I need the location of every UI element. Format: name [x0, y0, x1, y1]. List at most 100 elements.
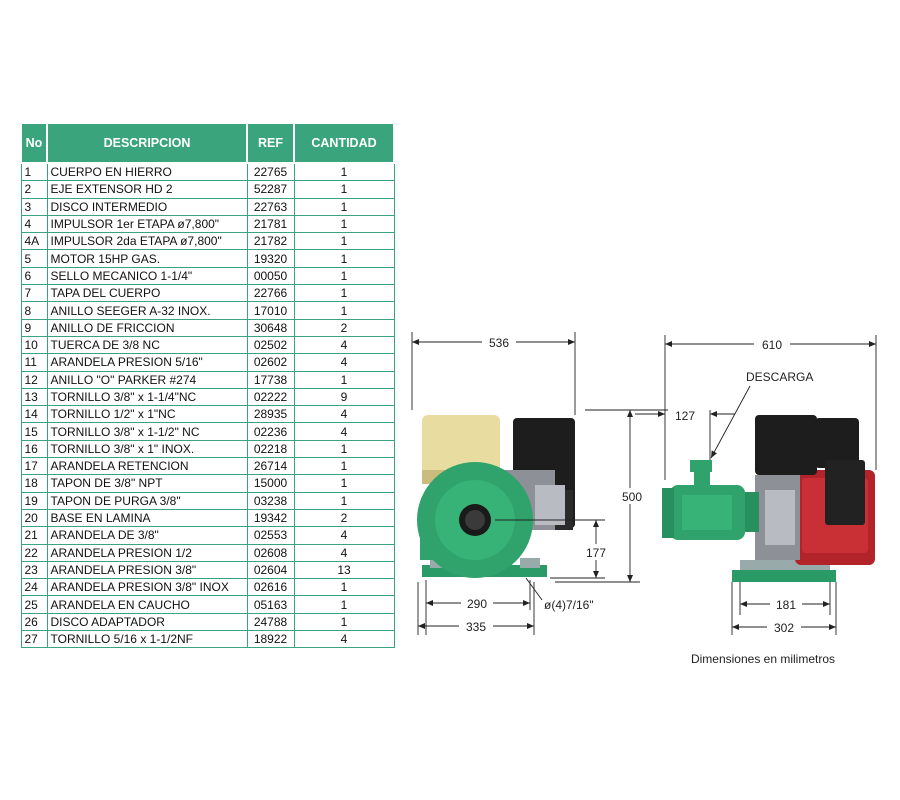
- cell-no: 12: [20, 370, 48, 389]
- dim-290: 290: [467, 597, 487, 611]
- cell-ref: 19320: [246, 249, 295, 268]
- cell-cantidad: 1: [293, 491, 395, 510]
- cell-descripcion: MOTOR 15HP GAS.: [46, 249, 248, 268]
- cell-descripcion: DISCO INTERMEDIO: [46, 197, 248, 216]
- cell-no: 5: [20, 249, 48, 268]
- cell-no: 16: [20, 439, 48, 459]
- cell-no: 22: [20, 543, 48, 562]
- label-descarga: DESCARGA: [746, 370, 813, 384]
- table-header-row: No DESCRIPCION REF CANTIDAD: [20, 122, 395, 164]
- cell-cantidad: 2: [293, 508, 395, 528]
- cell-ref: 02616: [246, 578, 295, 597]
- cell-no: 17: [20, 457, 48, 476]
- cell-cantidad: 4: [293, 543, 395, 562]
- front-view-pump: [417, 415, 575, 578]
- dim-302: 302: [774, 621, 794, 635]
- cell-descripcion: TUERCA DE 3/8 NC: [46, 335, 248, 355]
- cell-ref: 02502: [246, 335, 295, 355]
- cell-descripcion: TAPON DE PURGA 3/8": [46, 491, 248, 510]
- cell-cantidad: 4: [293, 526, 395, 545]
- cell-cantidad: 4: [293, 405, 395, 424]
- cell-ref: 21782: [246, 232, 295, 251]
- cell-descripcion: ARANDELA RETENCION: [46, 457, 248, 476]
- cell-descripcion: TORNILLO 3/8" x 1-1/4"NC: [46, 387, 248, 407]
- side-view-pump: [662, 415, 875, 582]
- cell-ref: 21781: [246, 214, 295, 234]
- cell-no: 13: [20, 387, 48, 407]
- caption-dimensions: Dimensiones en milimetros: [691, 652, 835, 666]
- cell-cantidad: 1: [293, 612, 395, 632]
- dim-536: 536: [489, 336, 509, 350]
- cell-cantidad: 4: [293, 422, 395, 441]
- cell-descripcion: TAPON DE 3/8" NPT: [46, 474, 248, 493]
- cell-ref: 02604: [246, 560, 295, 580]
- cell-descripcion: TORNILLO 1/2" x 1"NC: [46, 405, 248, 424]
- cell-cantidad: 1: [293, 249, 395, 268]
- cell-no: 18: [20, 474, 48, 493]
- cell-ref: 02218: [246, 439, 295, 459]
- dim-500: 500: [622, 490, 642, 504]
- cell-ref: 24788: [246, 612, 295, 632]
- header-descripcion: DESCRIPCION: [46, 122, 248, 164]
- cell-no: 10: [20, 335, 48, 355]
- cell-cantidad: 1: [293, 595, 395, 614]
- cell-descripcion: ANILLO SEEGER A-32 INOX.: [46, 301, 248, 320]
- cell-cantidad: 1: [293, 301, 395, 320]
- cell-cantidad: 1: [293, 214, 395, 234]
- cell-descripcion: TORNILLO 5/16 x 1-1/2NF: [46, 630, 248, 649]
- dim-177: 177: [586, 546, 606, 560]
- cell-descripcion: ARANDELA PRESION 5/16": [46, 353, 248, 372]
- cell-cantidad: 1: [293, 457, 395, 476]
- cell-cantidad: 1: [293, 370, 395, 389]
- cell-cantidad: 13: [293, 560, 395, 580]
- cell-descripcion: BASE EN LAMINA: [46, 508, 248, 528]
- cell-descripcion: DISCO ADAPTADOR: [46, 612, 248, 632]
- cell-descripcion: EJE EXTENSOR HD 2: [46, 180, 248, 199]
- cell-ref: 22763: [246, 197, 295, 216]
- cell-descripcion: TORNILLO 3/8" x 1-1/2" NC: [46, 422, 248, 441]
- dim-335: 335: [466, 620, 486, 634]
- cell-ref: 17738: [246, 370, 295, 389]
- cell-descripcion: ARANDELA PRESION 1/2: [46, 543, 248, 562]
- cell-descripcion: ARANDELA EN CAUCHO: [46, 595, 248, 614]
- header-ref: REF: [246, 122, 295, 164]
- cell-no: 4: [20, 214, 48, 234]
- cell-ref: 03238: [246, 491, 295, 510]
- header-cantidad: CANTIDAD: [293, 122, 395, 164]
- cell-no: 19: [20, 491, 48, 510]
- cell-ref: 26714: [246, 457, 295, 476]
- cell-descripcion: IMPULSOR 1er ETAPA ø7,800": [46, 214, 248, 234]
- cell-cantidad: 4: [293, 335, 395, 355]
- cell-ref: 02602: [246, 353, 295, 372]
- cell-no: 15: [20, 422, 48, 441]
- dim-610: 610: [762, 338, 782, 352]
- cell-no: 20: [20, 508, 48, 528]
- cell-descripcion: ARANDELA DE 3/8": [46, 526, 248, 545]
- cell-descripcion: CUERPO EN HIERRO: [46, 162, 248, 182]
- side-view-dimensions: 610 DESCARGA 127 181 302 Dimensiones en …: [635, 335, 877, 666]
- cell-no: 3: [20, 197, 48, 216]
- cell-no: 14: [20, 405, 48, 424]
- cell-ref: 30648: [246, 318, 295, 337]
- cell-descripcion: ARANDELA PRESION 3/8" INOX: [46, 578, 248, 597]
- cell-ref: 02222: [246, 387, 295, 407]
- cell-no: 8: [20, 301, 48, 320]
- cell-descripcion: TORNILLO 3/8" x 1" INOX.: [46, 439, 248, 459]
